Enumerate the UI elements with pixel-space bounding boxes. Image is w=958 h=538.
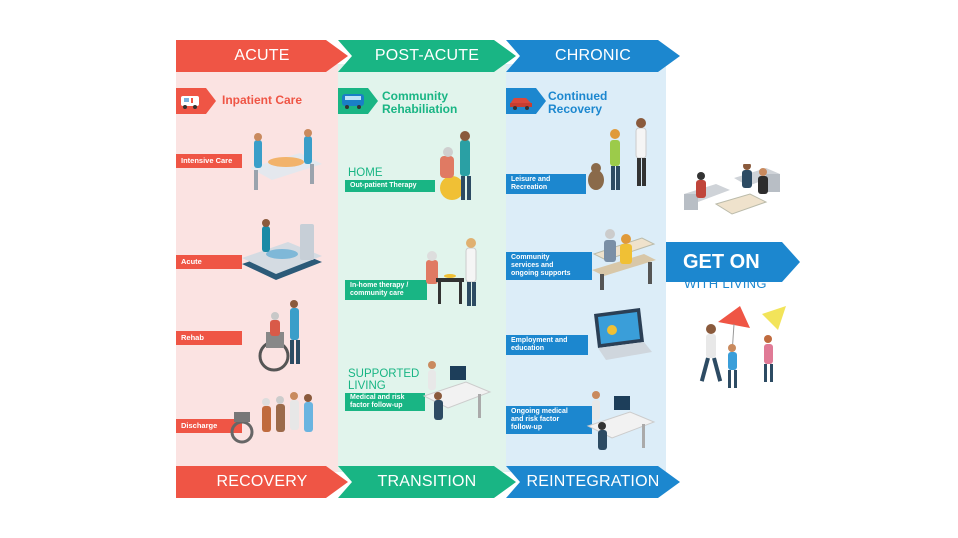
- outcome-recovery: RECOVERY: [176, 466, 348, 498]
- inhome-tag-line1: In-home therapy /: [350, 282, 409, 289]
- intensive-care-illustration: [250, 129, 322, 190]
- ongoing-line1: Ongoing medical: [511, 408, 568, 415]
- leisure-tag: Leisure and Recreation: [506, 174, 586, 194]
- phase-acute: ACUTE: [176, 40, 348, 72]
- setting-continued-line2: Recovery: [548, 102, 603, 116]
- ambulance-icon: [176, 88, 216, 114]
- employment-line2: education: [511, 345, 545, 352]
- community-tag-line3: ongoing supports: [511, 270, 571, 277]
- employment-line1: Employment and: [511, 337, 568, 344]
- community-services-tag: Community services and ongoing supports: [506, 252, 592, 280]
- acute-bed-illustration: [242, 219, 322, 280]
- ongoing-line3: follow-up: [511, 424, 543, 431]
- discharge-illustration: [230, 392, 313, 444]
- supported-line2: LIVING: [348, 380, 386, 392]
- laptop-icon: [594, 308, 652, 360]
- home-outpatient-tag: Out-patient Therapy: [345, 180, 435, 192]
- get-on-arrow: GET ON: [666, 242, 800, 282]
- family-kite-illustration: [699, 306, 786, 388]
- get-on-label: GET ON: [683, 250, 760, 273]
- setting-continued-recovery: Continued Recovery: [548, 90, 607, 116]
- supported-line1: SUPPORTED: [348, 368, 420, 380]
- inhome-therapy-illustration: [426, 238, 477, 306]
- home-therapy-illustration: [440, 131, 471, 200]
- inhome-therapy-tag: In-home therapy / community care: [345, 280, 427, 300]
- leisure-line1: Leisure and: [511, 176, 551, 183]
- supported-followup-tag: Medical and risk factor follow-up: [345, 393, 425, 411]
- setting-continued-line1: Continued: [548, 89, 608, 103]
- ongoing-medical-tag: Ongoing medical and risk factor follow-u…: [506, 406, 592, 434]
- acute-stage-acute: Acute: [176, 255, 242, 269]
- setting-community-rehab: Community Rehabiliation: [382, 90, 457, 116]
- home-heading: HOME: [348, 167, 383, 179]
- outcome-transition: TRANSITION: [338, 466, 516, 498]
- setting-community-line1: Community: [382, 89, 448, 103]
- supported-living-heading: SUPPORTED LIVING: [348, 368, 419, 392]
- rehab-wheelchair-illustration: [258, 300, 300, 372]
- employment-tag: Employment and education: [506, 335, 588, 355]
- supported-living-desk-illustration: [422, 361, 492, 420]
- supported-tag-line1: Medical and risk: [350, 394, 405, 401]
- living-room-illustration: [684, 164, 780, 215]
- supported-tag-line2: factor follow-up: [350, 402, 403, 409]
- community-tag-line2: services and: [511, 262, 554, 269]
- outcome-reintegration: REINTEGRATION: [506, 466, 680, 498]
- community-tag-line1: Community: [511, 254, 550, 261]
- leisure-line2: Recreation: [511, 184, 548, 191]
- setting-community-line2: Rehabiliation: [382, 102, 458, 116]
- ongoing-medical-desk-illustration: [586, 391, 656, 450]
- inhome-tag-line2: community care: [350, 290, 404, 297]
- with-living-label: WITH LIVING: [684, 276, 767, 291]
- community-bench-illustration: [592, 229, 656, 290]
- acute-stage-discharge: Discharge: [176, 419, 242, 433]
- phase-post-acute: POST-ACUTE: [338, 40, 516, 72]
- setting-inpatient-care: Inpatient Care: [222, 93, 303, 107]
- car-icon: [506, 88, 546, 114]
- ongoing-line2: and risk factor: [511, 416, 560, 423]
- leisure-illustration: [588, 118, 647, 190]
- acute-stage-rehab: Rehab: [176, 331, 242, 345]
- acute-stage-intensive-care: Intensive Care: [176, 154, 242, 168]
- phase-chronic: CHRONIC: [506, 40, 680, 72]
